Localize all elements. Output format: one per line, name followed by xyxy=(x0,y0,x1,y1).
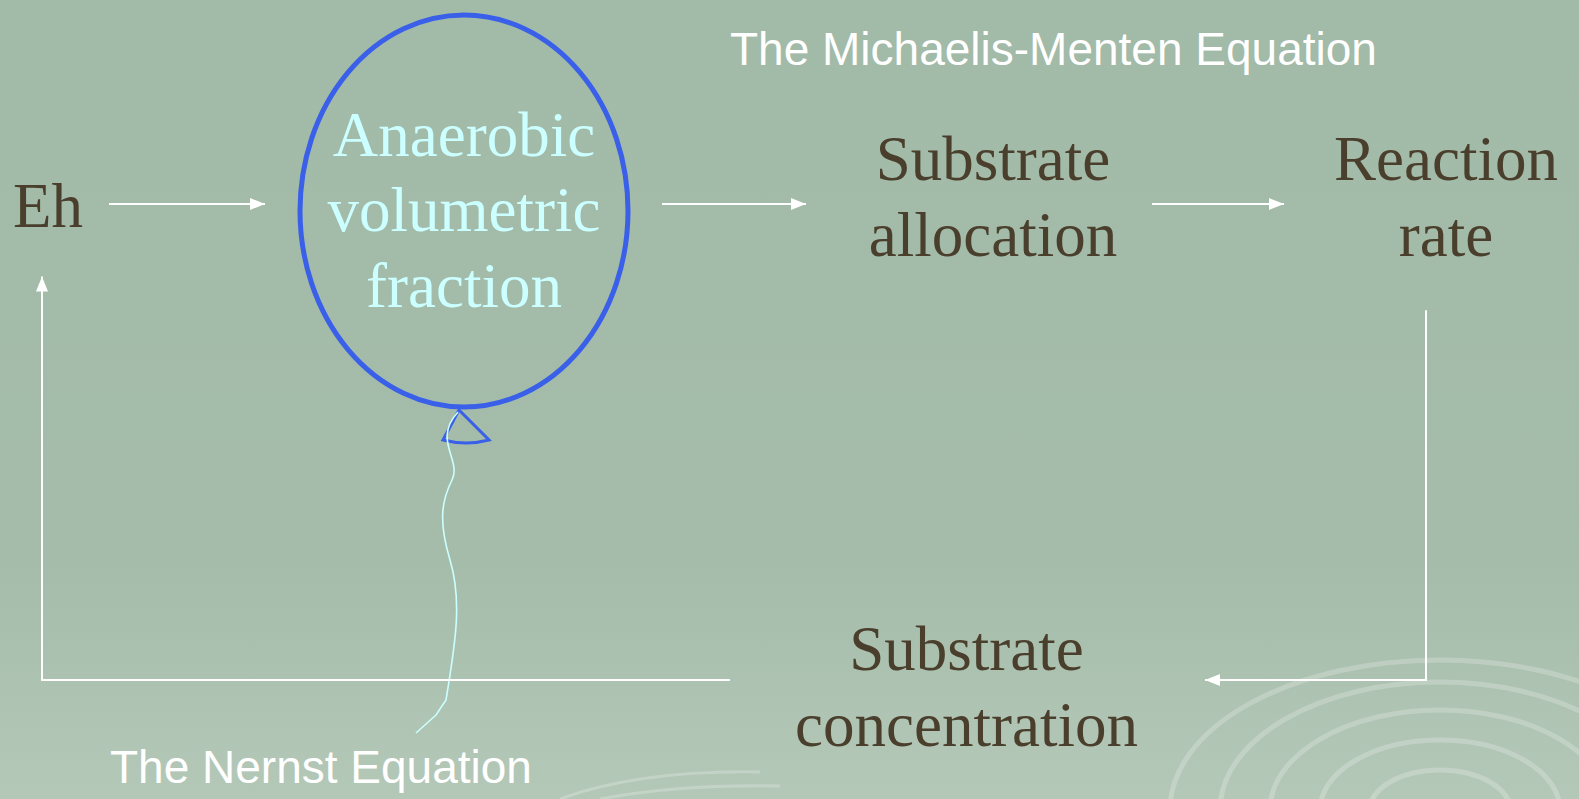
connector-line xyxy=(1152,203,1284,205)
variable-node: Eh xyxy=(9,167,87,247)
balloon-ellipse: Anaerobic volumetric fraction xyxy=(297,12,631,410)
arrowhead xyxy=(1205,674,1220,686)
connector-line xyxy=(42,277,730,680)
flow-arrow xyxy=(1205,310,1426,686)
process-node: Substrate allocation xyxy=(854,120,1132,275)
flow-arrow xyxy=(109,198,265,210)
balloon-string xyxy=(416,410,489,733)
process-node: Reaction rate xyxy=(1322,120,1570,275)
node-text: Substrate concentration xyxy=(780,610,1153,765)
connector-line xyxy=(1205,310,1426,680)
process-node: Substrate concentration xyxy=(780,610,1153,765)
node-text: Reaction rate xyxy=(1322,120,1570,275)
node-text: Anaerobic volumetric fraction xyxy=(310,96,618,327)
equation-label: The Michaelis-Menten Equation xyxy=(730,22,1377,77)
arrowhead xyxy=(1269,198,1284,210)
arrowhead xyxy=(791,198,806,210)
connector-line xyxy=(662,203,806,205)
flow-arrow xyxy=(36,277,730,680)
flow-arrow xyxy=(662,198,806,210)
equation-label: The Nernst Equation xyxy=(110,740,532,795)
connector-line xyxy=(109,203,265,205)
node-text: Eh xyxy=(9,167,87,247)
arrowhead xyxy=(250,198,265,210)
flow-arrow xyxy=(1152,198,1284,210)
arrowhead xyxy=(36,277,48,292)
node-text: Substrate allocation xyxy=(854,120,1132,275)
